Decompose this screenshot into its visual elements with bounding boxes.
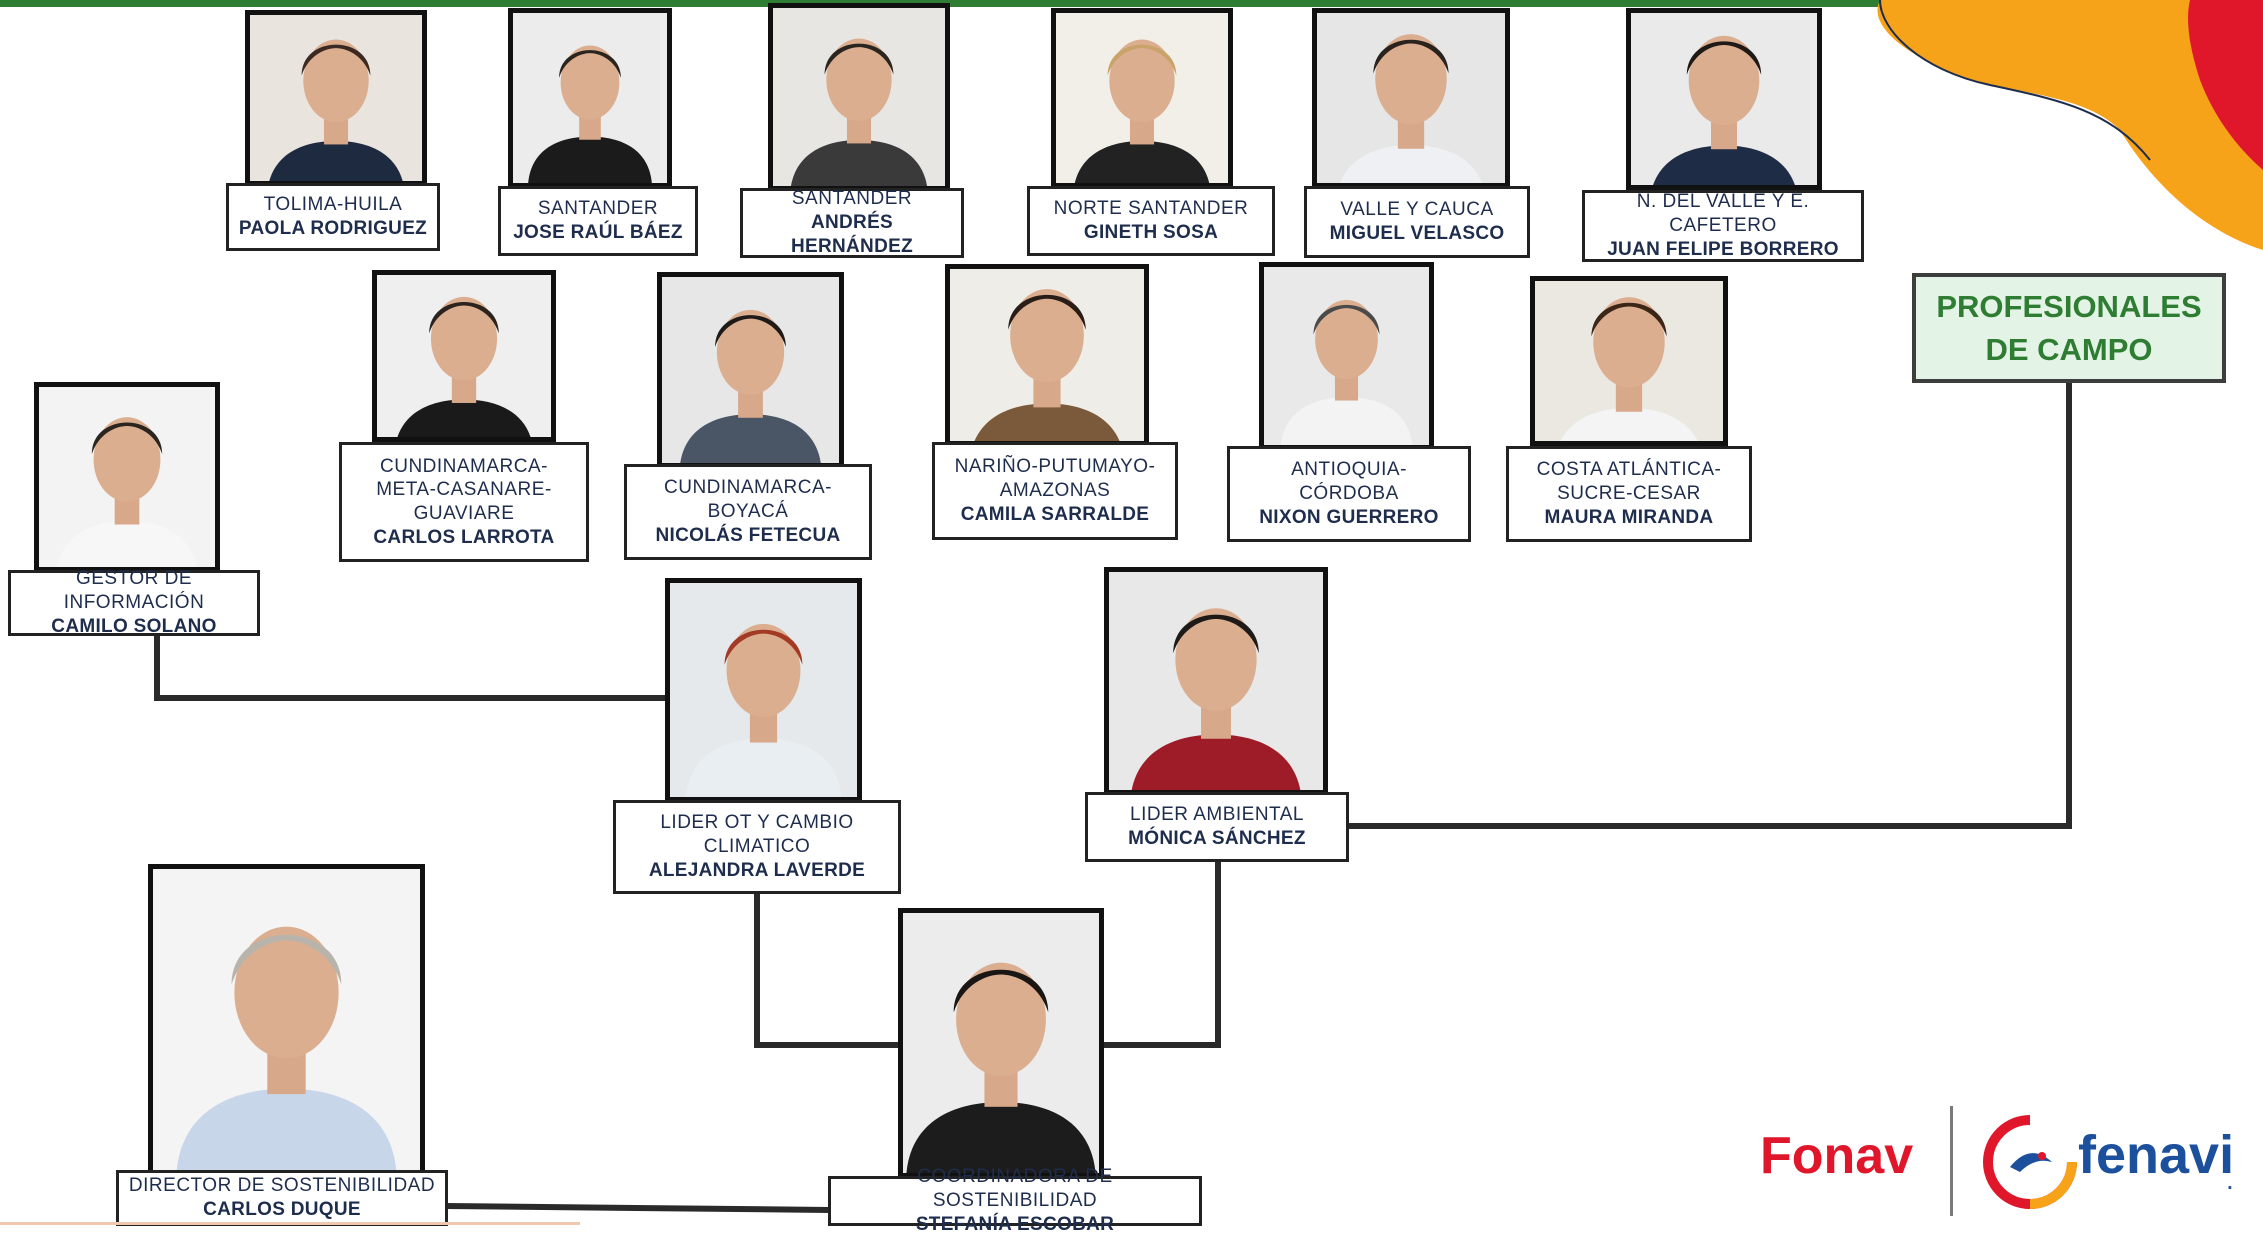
person-name: CAMILA SARRALDE	[960, 503, 1150, 525]
person-photo	[1051, 8, 1233, 188]
person-name: PAOLA RODRIGUEZ	[238, 218, 428, 239]
fenavi-logo-dot: .	[2226, 1164, 2234, 1195]
person-photo	[768, 3, 950, 191]
fonav-logo: Fonav	[1760, 1127, 1914, 1185]
person-role-line: CUNDINAMARCA-	[664, 477, 832, 499]
person-name: JOSE RAÚL BÁEZ	[513, 222, 683, 243]
person-name: GINETH SOSA	[1083, 222, 1219, 243]
person-photo	[34, 382, 220, 572]
person-photo	[898, 908, 1104, 1178]
person-role-line: LIDER OT Y CAMBIO	[660, 812, 854, 834]
person-role-line: VALLE Y CAUCA	[1340, 199, 1494, 221]
person-role-line: AMAZONAS	[999, 480, 1111, 502]
person-name: ALEJANDRA LAVERDE	[648, 859, 866, 881]
profesionales-line2: DE CAMPO	[1985, 332, 2153, 367]
person-name: NIXON GUERRERO	[1259, 506, 1439, 528]
fenavi-logo-icon	[1983, 1115, 2077, 1209]
person-name: NICOLÁS FETECUA	[655, 524, 841, 546]
person-photo	[508, 8, 672, 188]
person-name: MAURA MIRANDA	[1544, 506, 1714, 528]
person-role-line: TOLIMA-HUILA	[263, 194, 403, 216]
person-role-line: CÓRDOBA	[1299, 483, 1399, 505]
person-role-line: COORDINADORA DE SOSTENIBILIDAD	[917, 1166, 1113, 1212]
person-role-line: CLIMATICO	[703, 836, 811, 858]
person-name: CARLOS LARROTA	[373, 526, 555, 548]
fenavi-logo-text: fenavi	[2078, 1125, 2235, 1185]
footer-logos: Fonav fenavi .	[1760, 1100, 2240, 1220]
person-role-line: ANTIOQUIA-	[1291, 459, 1407, 481]
person-name: MÓNICA SÁNCHEZ	[1128, 828, 1306, 849]
person-role-line: BOYACÁ	[707, 501, 789, 523]
person-photo	[1312, 8, 1510, 188]
person-name: CARLOS DUQUE	[203, 1199, 361, 1220]
person-name: MIGUEL VELASCO	[1329, 223, 1505, 244]
person-role-line: CUNDINAMARCA-	[380, 455, 548, 477]
person-role-line: SANTANDER	[537, 198, 659, 220]
person-photo	[245, 10, 427, 186]
profesionales-de-campo-box: PROFESIONALES DE CAMPO	[1912, 273, 2226, 383]
person-photo	[1259, 262, 1434, 450]
person-role-line: N. DEL VALLE Y E. CAFETERO	[1636, 191, 1810, 237]
person-role-line: SANTANDER	[791, 188, 913, 210]
person-photo	[1530, 276, 1728, 446]
person-role-line: META-CASANARE-	[376, 479, 552, 501]
person-photo	[1626, 8, 1822, 190]
person-photo	[372, 270, 556, 442]
bottom-accent-line	[0, 1222, 580, 1225]
person-photo	[1104, 567, 1328, 795]
logo-divider	[1950, 1106, 1953, 1216]
person-role-line: NORTE SANTANDER	[1053, 198, 1249, 220]
person-photo	[945, 264, 1149, 446]
person-name: STEFANÍA ESCOBAR	[915, 1213, 1115, 1235]
person-name: JUAN FELIPE BORRERO	[1607, 238, 1839, 260]
person-photo	[665, 578, 862, 802]
person-role-line: GESTOR DE INFORMACIÓN	[63, 568, 205, 614]
profesionales-line1: PROFESIONALES	[1936, 288, 2202, 324]
person-photo	[148, 864, 425, 1176]
person-role-line: DIRECTOR DE SOSTENIBILIDAD	[128, 1175, 436, 1197]
person-name: ANDRÉS HERNÁNDEZ	[791, 212, 913, 257]
person-role-line: COSTA ATLÁNTICA-	[1536, 459, 1722, 481]
corner-decoration	[1877, 0, 2263, 250]
person-photo	[657, 272, 844, 468]
person-role-line: GUAVIARE	[413, 503, 515, 524]
person-role-line: LIDER AMBIENTAL	[1130, 804, 1304, 826]
person-role-line: SUCRE-CESAR	[1557, 483, 1701, 505]
person-name: CAMILO SOLANO	[51, 615, 217, 637]
person-role-line: NARIÑO-PUTUMAYO-	[954, 456, 1156, 478]
